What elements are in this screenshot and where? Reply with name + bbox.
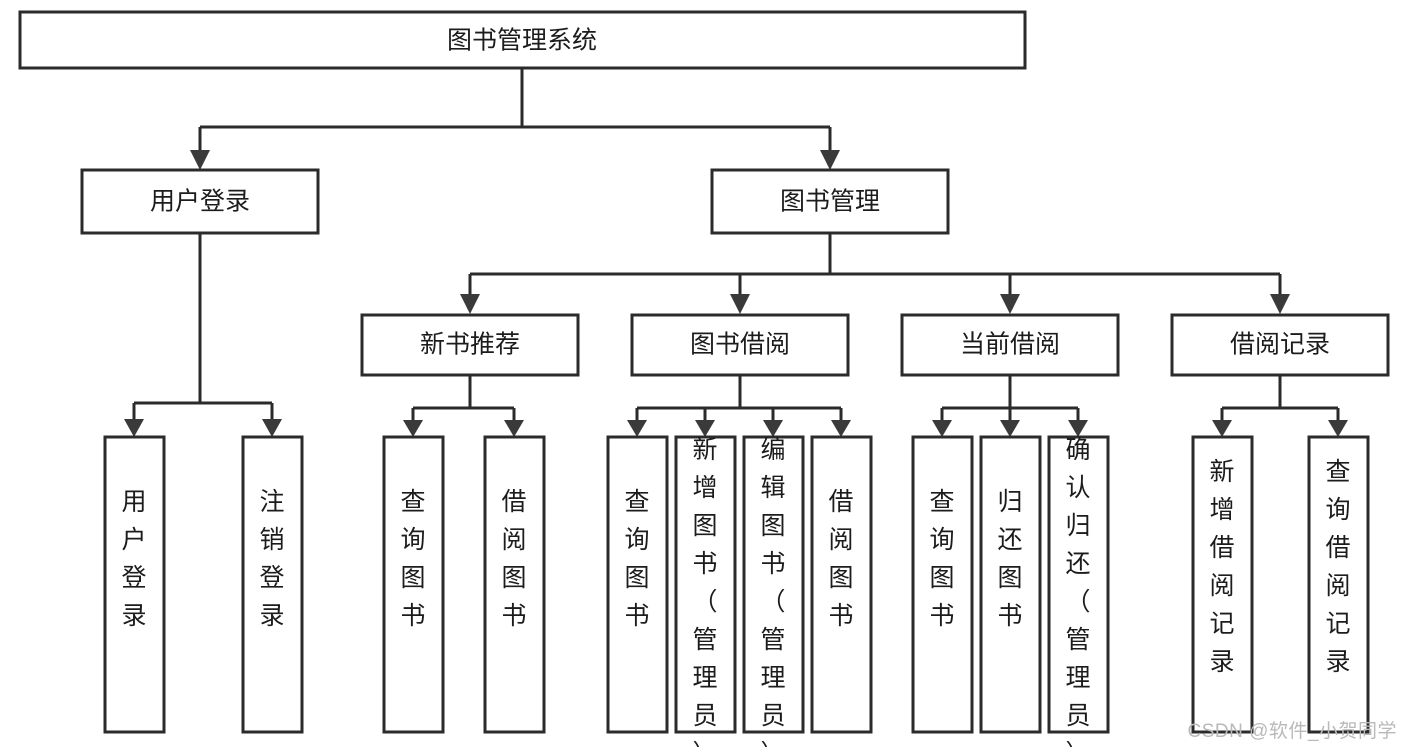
connector-userlogin-to-leaves: [132, 233, 274, 424]
leaf-label: 确认归还（管理员）: [1065, 436, 1090, 747]
node-book-management-box[interactable]: [710, 168, 950, 235]
leaf-label: 编辑图书（管理员）: [760, 436, 785, 747]
arrow-head-icon: [1212, 420, 1232, 437]
connector-group: [132, 68, 1340, 424]
leaf-box[interactable]: [382, 435, 445, 734]
node-borrow-record-box[interactable]: [1170, 313, 1390, 377]
arrow-head-icon: [1000, 420, 1020, 437]
arrow-head-icon: [831, 420, 851, 437]
leaf-box[interactable]: [241, 435, 304, 734]
leaf-box[interactable]: [1191, 435, 1254, 734]
leaf-box[interactable]: [1047, 435, 1110, 734]
arrow-head-icon: [695, 420, 715, 437]
arrow-head-icon: [124, 419, 144, 437]
node-current-borrow-label: 当前借阅: [960, 331, 1060, 359]
connector-currentborrow-to-leaves: [940, 375, 1080, 424]
node-new-book-recommend[interactable]: 新书推荐: [360, 313, 580, 377]
leaf-node[interactable]: 查询图书: [606, 435, 669, 734]
arrow-head-icon: [403, 420, 423, 437]
leaf-label: 借阅图书: [828, 488, 853, 630]
node-root-box[interactable]: [18, 10, 1027, 70]
arrowhead-group: [124, 150, 1348, 437]
connector-root-to-level2: [198, 68, 832, 155]
node-root-system[interactable]: 图书管理系统: [18, 10, 1027, 70]
arrow-head-icon: [820, 150, 840, 170]
leaf-box[interactable]: [674, 435, 737, 734]
leaf-label: 借阅图书: [501, 488, 526, 630]
connector-borrowrecord-to-leaves: [1220, 375, 1340, 424]
leaf-box[interactable]: [979, 435, 1042, 734]
leaf-label: 注销登录: [259, 488, 284, 630]
leaf-label: 新增图书（管理员）: [692, 436, 717, 747]
connector-bookborrow-to-leaves: [635, 375, 843, 424]
arrow-head-icon: [504, 420, 524, 437]
node-book-borrow[interactable]: 图书借阅: [630, 313, 850, 377]
node-book-borrow-label: 图书借阅: [690, 331, 790, 359]
leaf-label: 新增借阅记录: [1209, 458, 1234, 676]
node-current-borrow-box[interactable]: [900, 313, 1120, 377]
arrow-head-icon: [1068, 420, 1088, 437]
arrow-head-icon: [460, 294, 480, 314]
leaf-label: 查询图书: [929, 488, 954, 630]
leaf-node[interactable]: 查询图书: [382, 435, 445, 734]
node-new-book-recommend-box[interactable]: [360, 313, 580, 377]
arrow-head-icon: [190, 150, 210, 170]
leaf-label: 查询图书: [624, 488, 649, 630]
leaf-box[interactable]: [810, 435, 873, 734]
arrow-head-icon: [932, 420, 952, 437]
arrow-head-icon: [1270, 294, 1290, 314]
leaf-box[interactable]: [1307, 435, 1370, 734]
arrow-head-icon: [763, 420, 783, 437]
node-book-management[interactable]: 图书管理: [710, 168, 950, 235]
node-user-login-label: 用户登录: [150, 188, 250, 216]
connector-bookmgmt-to-level3: [468, 233, 1282, 299]
leaf-box[interactable]: [483, 435, 546, 734]
node-new-book-recommend-label: 新书推荐: [420, 331, 520, 359]
leaf-node[interactable]: 归还图书: [979, 435, 1042, 734]
node-borrow-record[interactable]: 借阅记录: [1170, 313, 1390, 377]
leaf-label: 归还图书: [997, 488, 1022, 630]
node-root-label: 图书管理系统: [447, 27, 597, 55]
leaf-label: 查询借阅记录: [1325, 458, 1350, 676]
arrow-head-icon: [730, 294, 750, 314]
node-user-login-box[interactable]: [80, 168, 320, 235]
leaf-box[interactable]: [742, 435, 805, 734]
leaf-box[interactable]: [911, 435, 974, 734]
leaf-node[interactable]: 确认归还（管理员）: [1047, 435, 1110, 747]
arrow-head-icon: [1328, 420, 1348, 437]
leaf-label: 用户登录: [121, 488, 146, 630]
leaf-node[interactable]: 借阅图书: [810, 435, 873, 734]
connector-newbook-to-leaves: [411, 375, 516, 424]
leaf-box[interactable]: [606, 435, 669, 734]
leaf-node[interactable]: 注销登录: [241, 435, 304, 734]
node-borrow-record-label: 借阅记录: [1230, 331, 1330, 359]
arrow-head-icon: [627, 420, 647, 437]
leaf-node[interactable]: 查询借阅记录: [1307, 435, 1370, 734]
leaf-node[interactable]: 借阅图书: [483, 435, 546, 734]
leaf-node[interactable]: 用户登录: [103, 435, 166, 734]
node-user-login[interactable]: 用户登录: [80, 168, 320, 235]
node-book-management-label: 图书管理: [780, 188, 880, 216]
node-book-borrow-box[interactable]: [630, 313, 850, 377]
leaf-node[interactable]: 编辑图书（管理员）: [742, 435, 805, 747]
arrow-head-icon: [262, 419, 282, 437]
node-current-borrow[interactable]: 当前借阅: [900, 313, 1120, 377]
leaf-node[interactable]: 新增图书（管理员）: [674, 435, 737, 747]
leaf-box[interactable]: [103, 435, 166, 734]
leaf-label: 查询图书: [400, 488, 425, 630]
leaf-node[interactable]: 新增借阅记录: [1191, 435, 1254, 734]
arrow-head-icon: [1000, 294, 1020, 314]
leaf-node[interactable]: 查询图书: [911, 435, 974, 734]
